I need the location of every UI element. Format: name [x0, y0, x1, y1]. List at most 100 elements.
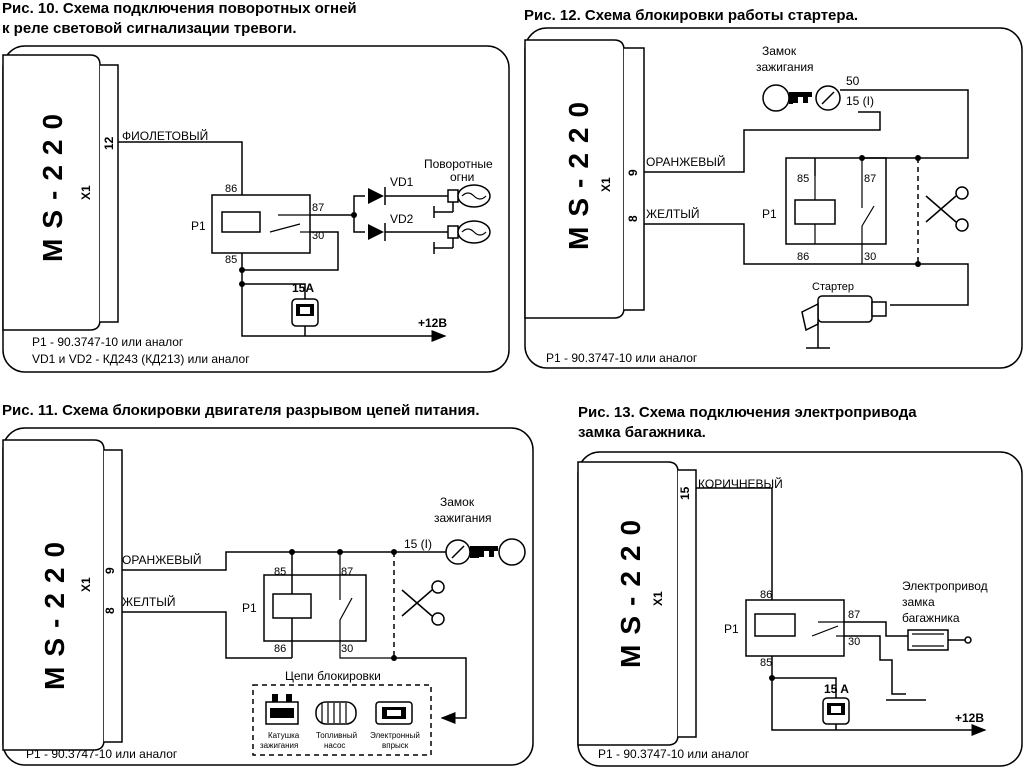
- fig13-wire-30: [844, 635, 906, 695]
- fig11-relay-box: [263, 574, 367, 642]
- fig10-lamps-label-line2: огни: [450, 170, 474, 184]
- fig12-connector: X1: [599, 177, 613, 192]
- fig10-title-line2: к реле световой сигнализации тревоги.: [2, 20, 297, 37]
- fig11-unit-model: MS-220: [39, 532, 70, 690]
- fig10-pin86: 86: [225, 183, 237, 195]
- fig13-pin85: 85: [760, 657, 772, 669]
- fig12-relay-box: [785, 157, 887, 245]
- fig11-ignition-terminal: 15 (I): [404, 537, 432, 551]
- fig12-starter-icon: [801, 295, 887, 349]
- fig13-unit: MS-220 X1 15: [577, 461, 697, 746]
- fig12-wire-yellow: ЖЕЛТЫЙ: [646, 206, 700, 221]
- fig10-vd1-label: VD1: [390, 175, 414, 189]
- fig10-fuse-icon: [291, 298, 319, 327]
- fig11-injection-line2: впрыск: [382, 741, 409, 750]
- fig13-pin30: 30: [848, 636, 860, 648]
- fig12-unit-model: MS-220: [563, 92, 594, 250]
- fig13-fuse-label: 15 A: [824, 682, 849, 696]
- fig12-ignition-line2: зажигания: [756, 60, 814, 74]
- fig13-wire-label: КОРИЧНЕВЫЙ: [698, 476, 783, 491]
- fig11-pump-line1: Топливный: [316, 731, 357, 740]
- fig13-actuator-line1: Электропривод: [902, 579, 988, 593]
- fig10-connector: X1: [79, 185, 93, 200]
- fig11-pin86: 86: [274, 643, 286, 655]
- fig12-pin86: 86: [797, 251, 809, 263]
- fig12-ignition-line1: Замок: [762, 44, 797, 58]
- fig13-pin87: 87: [848, 609, 860, 621]
- fig11-orange-wire: [122, 551, 394, 571]
- fig12-scissors-icon: [925, 186, 969, 232]
- fig10-relay-coil: [221, 211, 261, 233]
- fig13-connector: X1: [651, 591, 665, 606]
- fig13-relay-coil: [754, 613, 796, 637]
- fig10-pin: 12: [102, 136, 116, 150]
- fig11-circuits-title: Цепи блокировки: [285, 669, 381, 683]
- fig11-unit: MS-220 X1 9 8: [2, 439, 123, 751]
- fig13-title-line2: замка багажника.: [578, 424, 706, 441]
- fig11-connector: X1: [79, 577, 93, 592]
- fig12-relay-coil: [794, 199, 836, 225]
- fig11-ignition-coil-icon: [265, 694, 299, 725]
- fig12-title: Рис. 12. Схема блокировки работы стартер…: [524, 7, 858, 24]
- fig13-pin86: 86: [760, 589, 772, 601]
- fig10-vd2-label: VD2: [390, 212, 414, 226]
- fig10-violet-wire: [118, 141, 243, 195]
- fig11-pin9: 9: [103, 567, 117, 574]
- fig11-coil-line2: зажигания: [260, 741, 298, 750]
- fig13-title-line1: Рис. 13. Схема подключения электропривод…: [578, 404, 917, 421]
- fig13-supply-label: +12В: [955, 711, 984, 725]
- fig10-lamp2-icon: [433, 220, 491, 254]
- fig10-supply-label: +12В: [418, 316, 447, 330]
- fig11-pin87: 87: [341, 566, 353, 578]
- fig12-yellow-wire: [644, 223, 815, 265]
- fig10-unit: MS-220 X1 12: [2, 54, 119, 331]
- fig13-relay-label: P1: [724, 622, 739, 636]
- fig12-terminal50: 50: [846, 74, 860, 88]
- fig12-pin87: 87: [864, 173, 876, 185]
- fig10-fuse-label: 15A: [292, 281, 314, 295]
- fig12-wire-orange: ОРАНЖЕВЫЙ: [646, 154, 726, 169]
- fig11-pin30: 30: [341, 643, 353, 655]
- figure-12: Рис. 12. Схема блокировки работы стартер…: [524, 7, 1023, 369]
- fig13-unit-model: MS-220: [615, 510, 646, 668]
- fig10-pin87: 87: [312, 202, 324, 214]
- fig10-lamps-label-line1: Поворотные: [424, 157, 493, 171]
- fig13-brown-wire: [696, 487, 773, 600]
- fig10-pin30: 30: [312, 230, 324, 242]
- fig12-orange-wire: [644, 111, 881, 173]
- fig10-diode-vd1: [368, 187, 448, 205]
- fig11-pin8: 8: [103, 607, 117, 614]
- fig11-injection-line1: Электронный: [370, 731, 420, 740]
- fig10-lamp1-icon: [433, 184, 491, 218]
- fig12-note: P1 - 90.3747-10 или аналог: [546, 351, 698, 365]
- fig11-relay-label: P1: [242, 601, 257, 615]
- fig10-relay-contact: [269, 223, 301, 233]
- fig11-coil-line1: Катушка: [268, 731, 300, 740]
- fig10-wire-30: [242, 231, 339, 271]
- fig11-ignition-line1: Замок: [440, 495, 475, 509]
- fig13-relay-box: [745, 599, 845, 657]
- fig11-title: Рис. 11. Схема блокировки двигателя разр…: [2, 402, 480, 419]
- fig10-pin85: 85: [225, 254, 237, 266]
- fig11-ignition-line2: зажигания: [434, 511, 492, 525]
- fig13-actuator-line2: замка: [902, 595, 935, 609]
- fig12-pin85: 85: [797, 173, 809, 185]
- fig10-wire-87: [310, 195, 365, 216]
- fig11-ignition-key-icon: [445, 538, 526, 566]
- fig10-relay-box: [211, 194, 311, 254]
- fig12-ignition-key-icon: [762, 84, 841, 112]
- fig13-wire-87: [844, 621, 908, 637]
- fig13-actuator-icon: [907, 629, 972, 651]
- fig10-title-line1: Рис. 10. Схема подключения поворотных ог…: [2, 0, 357, 17]
- fig13-actuator-line3: багажника: [902, 611, 960, 625]
- fig11-fuel-pump-icon: [315, 701, 357, 725]
- fig13-supply-wire: [771, 656, 987, 736]
- fig12-wire-30: [815, 263, 969, 306]
- fig12-relay-label: P1: [762, 207, 777, 221]
- fig11-circuits-box: [252, 684, 432, 756]
- figure-11: Рис. 11. Схема блокировки двигателя разр…: [2, 402, 534, 766]
- fig11-pin85: 85: [274, 566, 286, 578]
- fig11-note: P1 - 90.3747-10 или аналог: [26, 747, 178, 761]
